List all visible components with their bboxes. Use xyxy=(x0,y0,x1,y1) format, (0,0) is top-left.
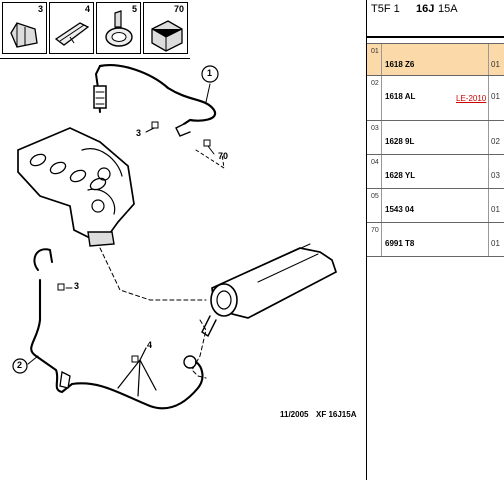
part-row[interactable]: 70 6991 T8 01 xyxy=(367,223,504,257)
parts-header: T5F 1 16J 15A xyxy=(367,0,504,38)
part-reference[interactable]: 1628 9L xyxy=(385,137,415,146)
thumbnail-3[interactable]: 3 xyxy=(2,2,47,54)
header-part-b: 16J xyxy=(416,3,435,15)
part-quantity: 01 xyxy=(491,92,500,101)
thumbnail-label: 4 xyxy=(84,4,90,14)
part-row[interactable]: 01 1618 Z6 01 xyxy=(367,43,504,76)
gasket-icon xyxy=(105,10,133,47)
row-index: 04 xyxy=(371,159,379,166)
row-index: 03 xyxy=(371,125,379,132)
thumbnail-label: 70 xyxy=(173,4,184,14)
connector-icon xyxy=(151,20,183,52)
thumbnail-strip: 3 4 5 70 xyxy=(0,0,190,59)
part-quantity: 01 xyxy=(491,205,500,214)
part-reference[interactable]: 1618 AL xyxy=(385,92,416,101)
exploded-diagram: 3 4 5 70 xyxy=(0,0,357,419)
thumbnail-4[interactable]: 4 xyxy=(49,2,94,54)
thumbnail-5[interactable]: 5 xyxy=(96,2,141,54)
bracket-icon xyxy=(54,22,90,46)
part-row[interactable]: 02 1618 AL 01 LE-2010 xyxy=(367,76,504,121)
exhaust-manifold[interactable] xyxy=(17,127,135,247)
part-reference[interactable]: 1543 04 xyxy=(385,205,414,214)
downstream-sensor-harness[interactable] xyxy=(30,248,207,410)
callout-2[interactable]: 2 xyxy=(17,360,23,370)
clip-icon xyxy=(10,22,38,48)
callout-3[interactable]: 3 xyxy=(136,128,142,138)
thumbnail-70[interactable]: 70 xyxy=(143,2,188,54)
exhaust-drawing xyxy=(12,64,338,410)
part-note-link[interactable]: LE-2010 xyxy=(456,94,487,103)
part-reference[interactable]: 6991 T8 xyxy=(385,239,415,248)
thumbnail-label: 5 xyxy=(131,4,137,14)
part-quantity: 03 xyxy=(491,171,500,180)
part-quantity: 01 xyxy=(491,239,500,248)
part-reference[interactable]: 1618 Z6 xyxy=(385,60,415,69)
row-index: 05 xyxy=(371,193,379,200)
callout-70[interactable]: 70 xyxy=(218,151,229,161)
part-quantity: 02 xyxy=(491,137,500,146)
callout-4[interactable]: 4 xyxy=(147,340,153,350)
row-index: 02 xyxy=(371,80,379,87)
part-quantity: 01 xyxy=(491,60,500,69)
header-part-c: 15A xyxy=(438,3,458,15)
part-row[interactable]: 05 1543 04 01 xyxy=(367,189,504,223)
header-part-a: T5F 1 xyxy=(371,3,400,15)
upstream-oxygen-sensor[interactable] xyxy=(93,64,217,137)
part-row[interactable]: 04 1628 YL 03 xyxy=(367,155,504,189)
diagram-code: XF 16J15A xyxy=(316,410,357,419)
callout-3b[interactable]: 3 xyxy=(74,281,80,291)
thumbnail-label: 3 xyxy=(37,4,43,14)
parts-list-panel: T5F 1 16J 15A 01 1618 Z6 01 02 1618 AL 0… xyxy=(366,0,504,480)
part-reference[interactable]: 1628 YL xyxy=(385,171,416,180)
part-row[interactable]: 03 1628 9L 02 xyxy=(367,121,504,155)
catalytic-converter[interactable] xyxy=(201,243,338,338)
diagram-date: 11/2005 xyxy=(280,410,309,419)
row-index: 70 xyxy=(371,227,379,234)
callout-1[interactable]: 1 xyxy=(207,68,213,78)
row-index: 01 xyxy=(371,48,379,55)
